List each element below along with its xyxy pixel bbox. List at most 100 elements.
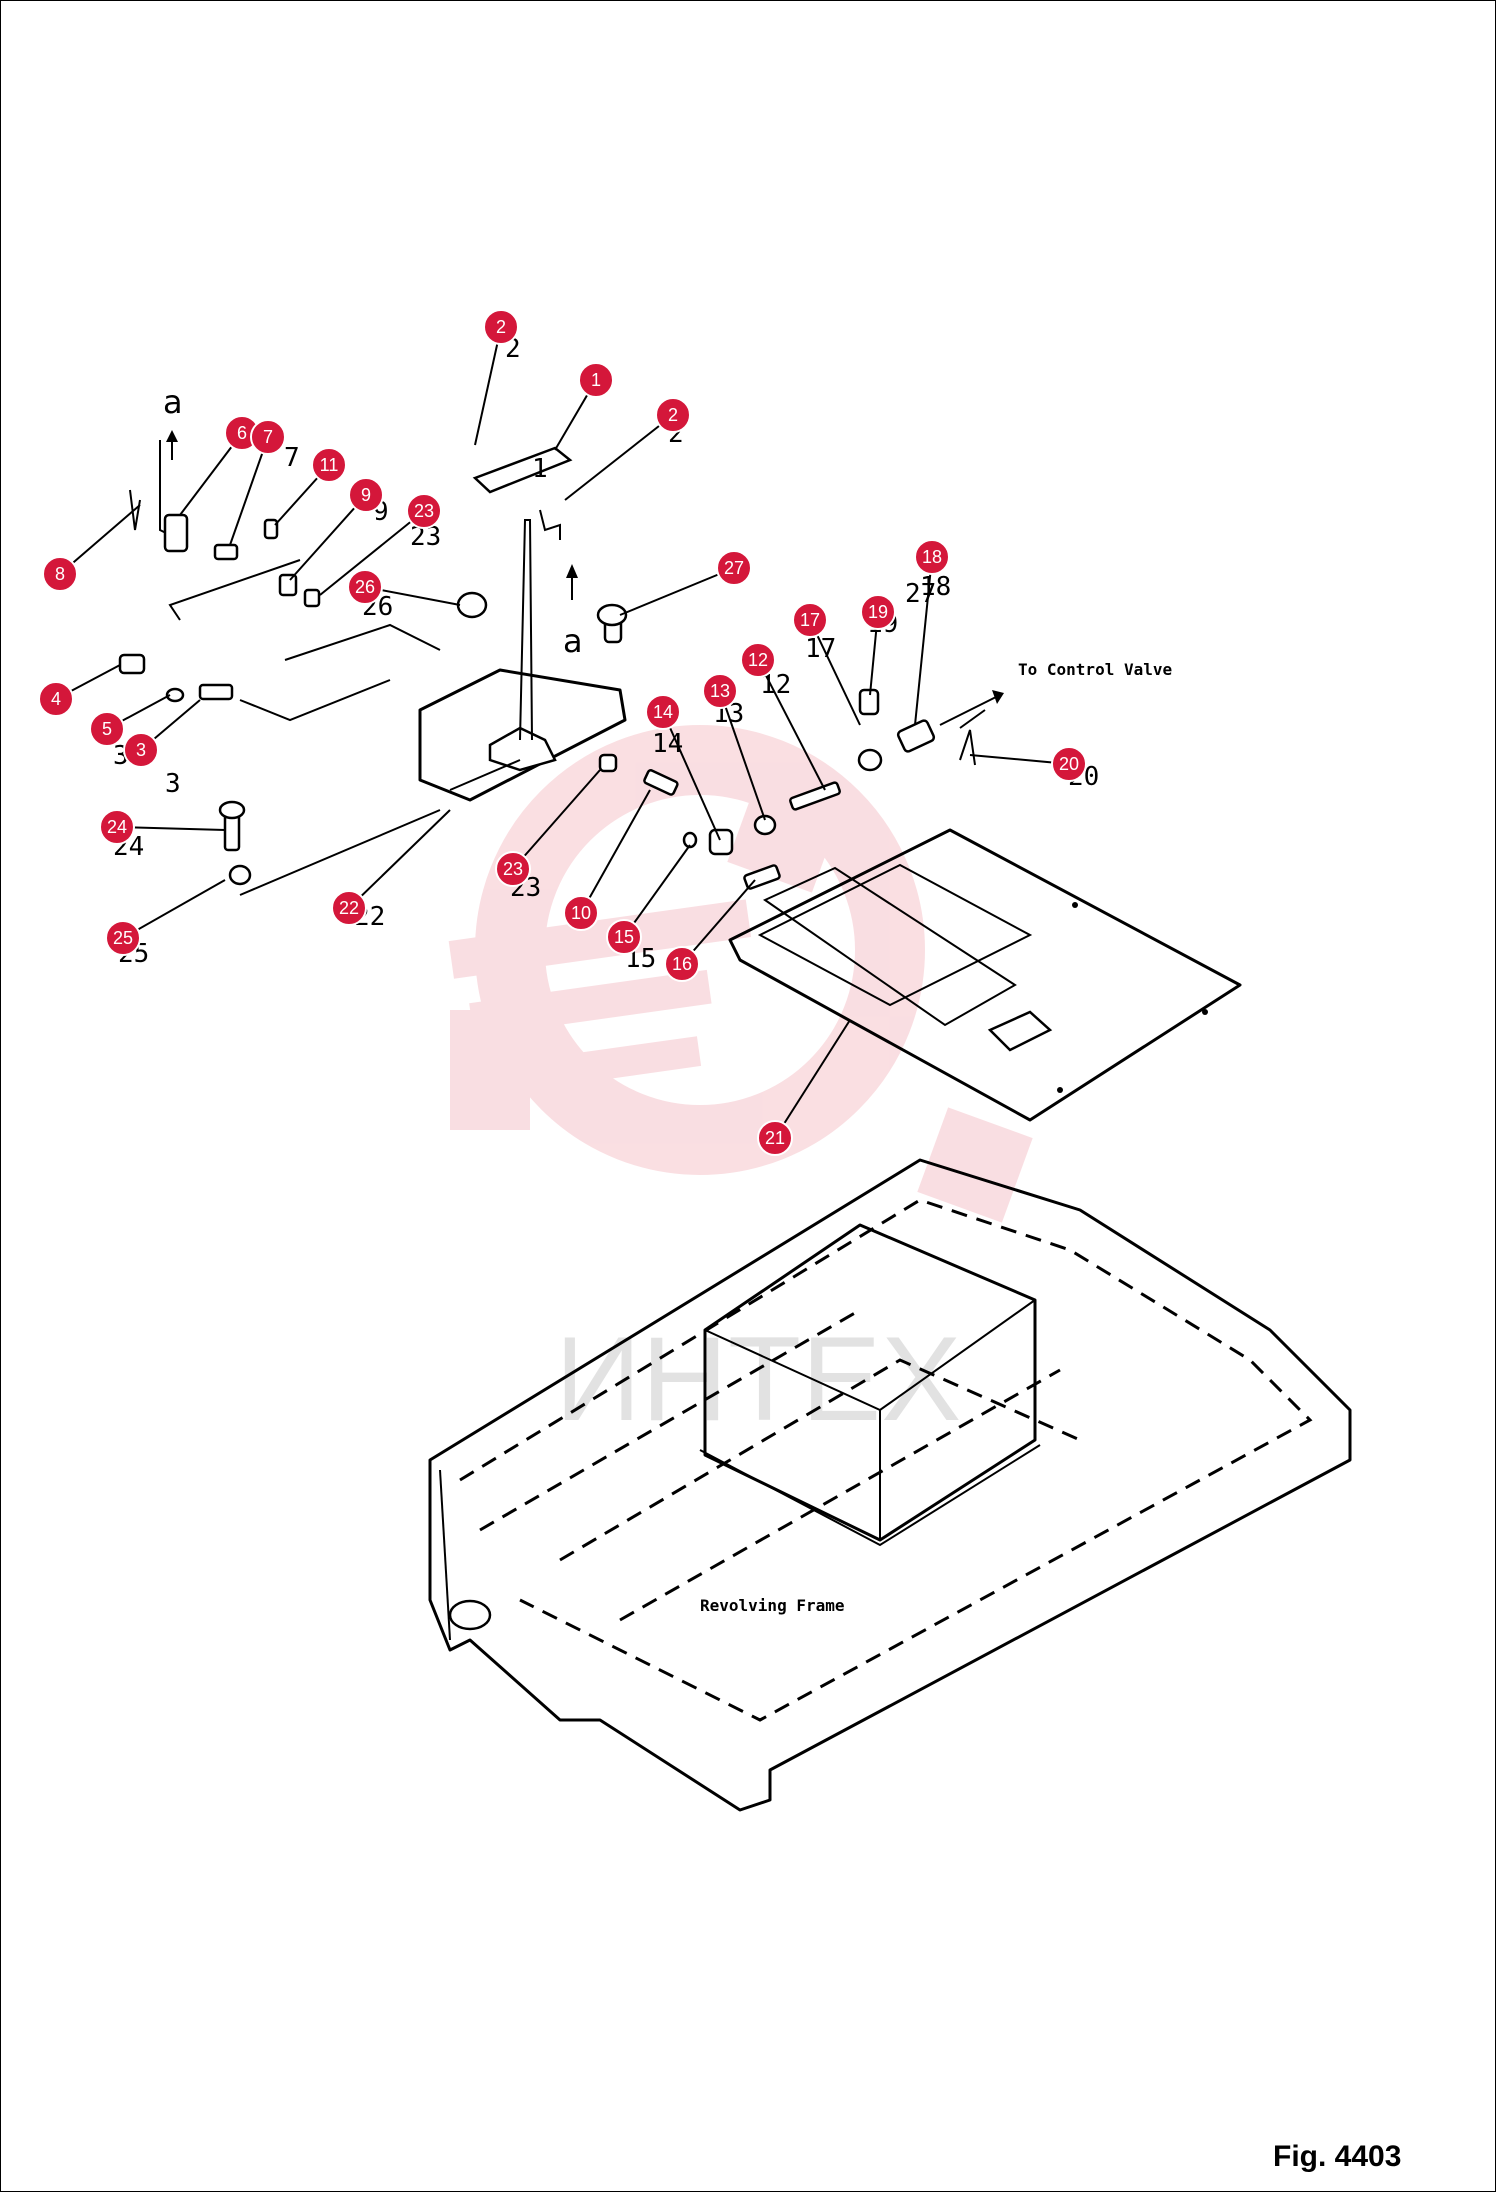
leader-line-13 — [719, 690, 766, 821]
printed-number: 3 — [165, 769, 181, 799]
callout-badge — [578, 362, 614, 398]
leader-line-2 — [474, 326, 502, 446]
leader-line-16 — [681, 879, 756, 965]
view-arrow-center: a — [563, 564, 583, 660]
callout-badge — [105, 920, 141, 956]
callout-23[interactable]: 23 — [406, 493, 442, 529]
callout-11[interactable]: 11 — [311, 447, 347, 483]
callout-18[interactable]: 18 — [914, 539, 950, 575]
printed-number: 18 — [920, 572, 951, 602]
callout-number: 2 — [668, 405, 678, 425]
callout-badge — [655, 397, 691, 433]
callout-number: 21 — [765, 1128, 785, 1148]
callout-badge — [483, 309, 519, 345]
callout-number: 7 — [263, 427, 273, 447]
callout-9[interactable]: 9 — [348, 477, 384, 513]
callout-number: 2 — [496, 317, 506, 337]
callout-number: 18 — [922, 547, 942, 567]
callout-19[interactable]: 19 — [860, 594, 896, 630]
callout-number: 5 — [102, 719, 112, 739]
callout-24[interactable]: 24 — [99, 809, 135, 845]
callout-2[interactable]: 2 — [483, 309, 519, 345]
callout-10[interactable]: 10 — [563, 895, 599, 931]
callout-number: 14 — [653, 702, 673, 722]
svg-text:a: a — [563, 622, 583, 660]
callout-number: 3 — [136, 740, 146, 760]
revolving-frame-label: Revolving Frame — [700, 1596, 845, 1615]
callout-7[interactable]: 7 — [250, 419, 286, 455]
leader-line-10 — [580, 789, 651, 914]
callout-number: 23 — [503, 859, 523, 879]
leader-line-27 — [619, 567, 735, 616]
callout-number: 19 — [868, 602, 888, 622]
lever-assembly — [129, 440, 627, 896]
callout-number: 26 — [355, 577, 375, 597]
callout-badge — [757, 1120, 793, 1156]
view-arrow-left: a — [163, 383, 183, 460]
callout-badge — [563, 895, 599, 931]
callout-badge — [89, 711, 125, 747]
callout-5[interactable]: 5 — [89, 711, 125, 747]
callout-number: 6 — [237, 423, 247, 443]
callout-badge — [702, 673, 738, 709]
printed-number: 14 — [652, 729, 683, 759]
callout-3[interactable]: 3 — [123, 732, 159, 768]
callout-26[interactable]: 26 — [347, 569, 383, 605]
control-valve-arrow — [939, 690, 1004, 726]
callout-12[interactable]: 12 — [740, 642, 776, 678]
callout-25[interactable]: 25 — [105, 920, 141, 956]
callout-number: 16 — [672, 954, 692, 974]
leader-line-2 — [564, 414, 674, 501]
cover-plate — [728, 828, 1242, 1122]
leader-line-18 — [914, 556, 933, 726]
callout-number: 11 — [320, 455, 339, 475]
callout-8[interactable]: 8 — [42, 556, 78, 592]
callout-1[interactable]: 1 — [578, 362, 614, 398]
callout-21[interactable]: 21 — [757, 1120, 793, 1156]
callout-14[interactable]: 14 — [645, 694, 681, 730]
figure-label: Fig. 4403 — [1273, 2140, 1402, 2173]
leader-line-23 — [319, 510, 425, 596]
callout-badge — [99, 809, 135, 845]
callout-4[interactable]: 4 — [38, 681, 74, 717]
callout-badge — [331, 890, 367, 926]
callout-number: 1 — [591, 370, 601, 390]
callout-badge — [740, 642, 776, 678]
callout-badge — [914, 539, 950, 575]
small-parts — [118, 513, 986, 890]
leader-line-23 — [512, 769, 601, 870]
leader-line-21 — [774, 1019, 851, 1139]
leader-line-22 — [348, 809, 451, 909]
callout-15[interactable]: 15 — [606, 919, 642, 955]
callout-number: 27 — [724, 558, 744, 578]
callout-number: 15 — [614, 927, 634, 947]
callout-27[interactable]: 27 — [716, 550, 752, 586]
callout-16[interactable]: 16 — [664, 946, 700, 982]
callout-17[interactable]: 17 — [792, 602, 828, 638]
watermark-gear — [448, 724, 1033, 1223]
callout-badge — [348, 477, 384, 513]
callout-badge — [645, 694, 681, 730]
printed-number: 7 — [284, 443, 300, 473]
callout-number: 24 — [107, 817, 127, 837]
callout-badge — [406, 493, 442, 529]
leader-line-25 — [122, 879, 226, 939]
callout-number: 13 — [710, 681, 730, 701]
callout-number: 25 — [113, 928, 133, 948]
callout-badge — [42, 556, 78, 592]
leader-line-9 — [289, 494, 367, 581]
callout-badge — [664, 946, 700, 982]
leader-line-15 — [623, 844, 691, 938]
callout-2[interactable]: 2 — [655, 397, 691, 433]
callout-number: 17 — [800, 610, 820, 630]
callout-22[interactable]: 22 — [331, 890, 367, 926]
callout-13[interactable]: 13 — [702, 673, 738, 709]
callout-23[interactable]: 23 — [495, 851, 531, 887]
callout-badge — [311, 447, 347, 483]
callout-number: 22 — [339, 898, 359, 918]
callout-badge — [1051, 746, 1087, 782]
callout-20[interactable]: 20 — [1051, 746, 1087, 782]
watermark-text: ИНТЕХ — [555, 1312, 961, 1446]
callout-number: 20 — [1059, 754, 1079, 774]
